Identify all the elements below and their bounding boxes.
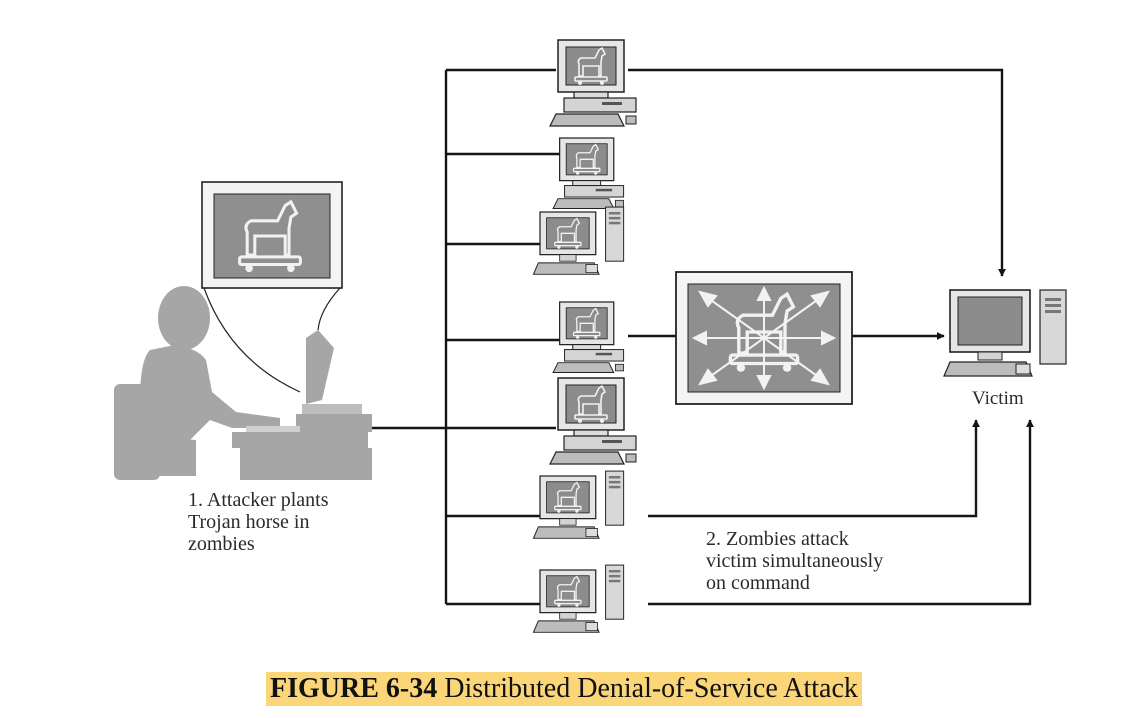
attacker-step-label: 1. Attacker plants Trojan horse in zombi… [188, 489, 329, 555]
person-at-computer-icon [114, 286, 372, 480]
attack-burst-panel [675, 271, 853, 405]
victim-label: Victim [972, 388, 1024, 409]
command-lines [372, 68, 560, 606]
zombie-computer-2 [553, 138, 624, 209]
attacker-thought-monitor [201, 181, 343, 393]
burst-arrows [691, 285, 837, 391]
zombie-computer-6 [533, 471, 623, 538]
attacker-figure [114, 181, 372, 480]
figure-number: FIGURE 6-34 [270, 673, 438, 704]
zombie-computer-7 [533, 565, 623, 632]
victim-computer [943, 289, 1067, 377]
zombie-computer-3 [533, 207, 623, 274]
attack-lines [628, 68, 1034, 606]
zombie-step-label: 2. Zombies attack victim simultaneously … [706, 528, 884, 594]
zombie-computers [533, 40, 636, 632]
zombie-computer-1 [550, 40, 636, 126]
zombie-computer-4 [553, 302, 624, 373]
figure-title: Distributed Denial-of-Service Attack [444, 673, 858, 704]
figure-caption: FIGURE 6-34 Distributed Denial-of-Servic… [266, 672, 862, 706]
zombie-computer-5 [550, 378, 636, 464]
